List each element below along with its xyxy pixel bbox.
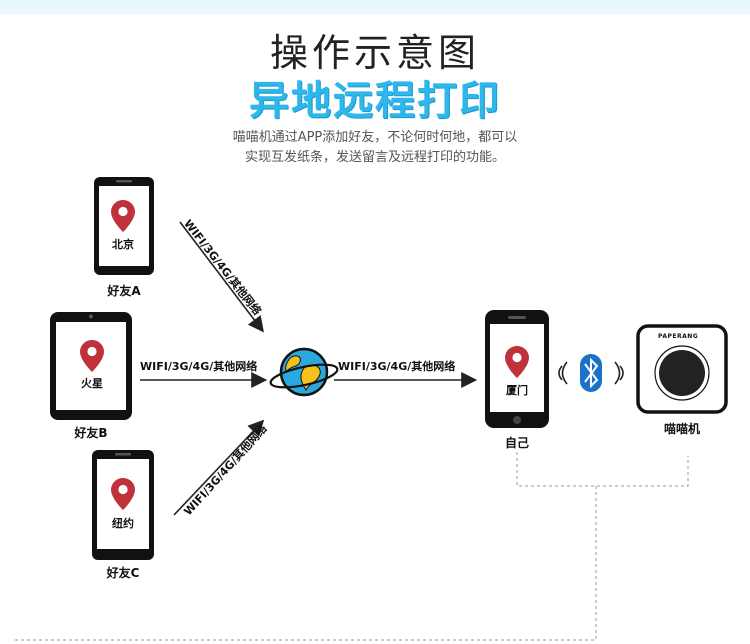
friend-a-label: 好友A (107, 284, 141, 298)
printer-brand: PAPERANG (658, 333, 699, 340)
phone-icon-friend-c (92, 450, 154, 560)
self-label: 自己 (504, 436, 529, 450)
description-line-2: 实现互发纸条，发送留言及远程打印的功能。 (244, 150, 505, 165)
printer-icon (636, 324, 728, 414)
city-label-friend-b: 火星 (81, 377, 103, 390)
bluetooth-icon (558, 354, 624, 392)
description-line-1: 喵喵机通过APP添加好友，不论何时何地，都可以 (232, 130, 518, 145)
city-label-friend-a: 北京 (112, 238, 134, 251)
city-label-friend-c: 纽约 (112, 517, 134, 530)
page-title: 操作示意图 (269, 31, 480, 75)
dashed-connector-bottom (14, 486, 597, 641)
top-band (0, 0, 750, 14)
friend-b-label: 好友B (74, 426, 108, 440)
globe-icon (269, 347, 339, 397)
arrow-from-friend-a (179, 221, 264, 333)
network-label-b: WIFI/3G/4G/其他网络 (140, 360, 258, 373)
arrow-from-friend-c (173, 419, 265, 516)
page-subtitle: 异地远程打印 (249, 78, 501, 124)
phone-icon-friend-b (50, 312, 132, 420)
dashed-connector-self-printer (516, 452, 689, 487)
phone-icon-friend-a (94, 177, 154, 275)
city-label-self: 厦门 (506, 384, 528, 397)
network-label-self: WIFI/3G/4G/其他网络 (338, 360, 456, 373)
friend-c-label: 好友C (106, 566, 140, 580)
printer-label: 喵喵机 (663, 422, 700, 436)
phone-icon-self (485, 310, 549, 428)
